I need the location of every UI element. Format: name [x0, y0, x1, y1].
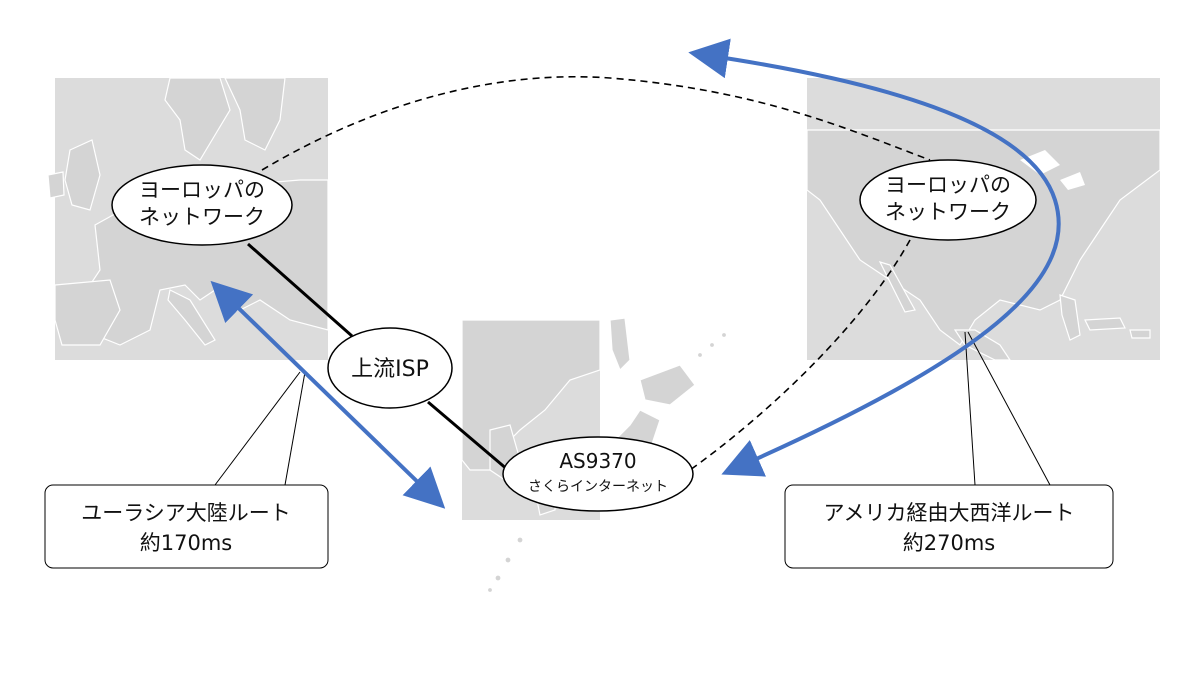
upstream-isp-node: 上流ISP [327, 327, 453, 409]
atlantic-route-callout: アメリカ経由大西洋ルート 約270ms [784, 484, 1114, 569]
atlantic-callout-pointer [964, 331, 1051, 486]
america-network-label-line2: ネットワーク [885, 200, 1011, 224]
as9370-node: AS9370 さくらインターネット [502, 436, 694, 512]
america-network-label-line1: ヨーロッパの [885, 173, 1011, 197]
atlantic-route-latency: 約270ms [903, 531, 995, 555]
atlantic-route-arrow [688, 38, 1061, 477]
as9370-label-line1: AS9370 [559, 449, 636, 473]
europe-network-label-line2: ネットワーク [139, 205, 265, 229]
eurasia-route-latency: 約170ms [140, 531, 232, 555]
transatlantic-dashed-link [261, 75, 931, 171]
europe-network-label-line1: ヨーロッパの [139, 178, 265, 202]
eurasia-callout-pointer [214, 371, 306, 486]
eurasia-route-title: ユーラシア大陸ルート [81, 501, 291, 525]
atlantic-route-title: アメリカ経由大西洋ルート [824, 501, 1075, 525]
pacific-dashed-link [689, 239, 911, 471]
eurasia-route-callout: ユーラシア大陸ルート 約170ms [44, 484, 329, 569]
eurasia-route-arrow [210, 280, 446, 509]
as9370-label-line2: さくらインターネット [528, 479, 668, 495]
upstream-isp-label: 上流ISP [351, 357, 429, 382]
europe-network-node: ヨーロッパの ネットワーク [111, 164, 293, 246]
america-network-node: ヨーロッパの ネットワーク [859, 159, 1037, 241]
